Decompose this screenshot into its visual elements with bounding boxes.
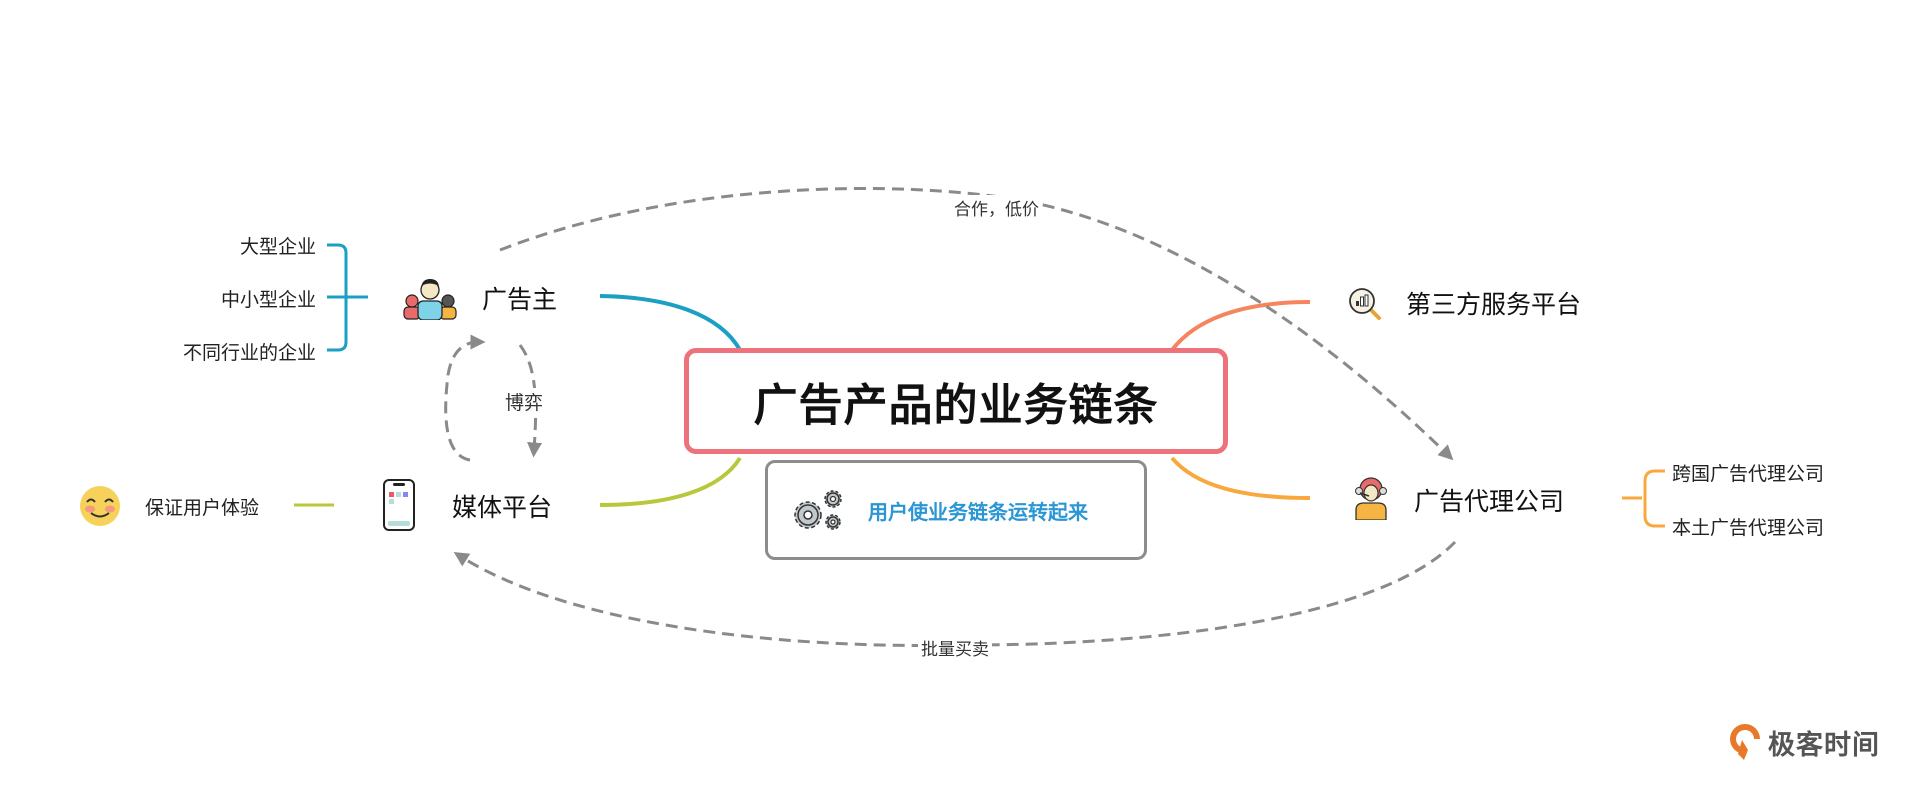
advertiser-label: 广告主 xyxy=(482,285,558,314)
branch-third-party xyxy=(1170,300,1311,352)
people-group-icon xyxy=(403,279,457,320)
relation-label-cooperation: 合作，低价 xyxy=(951,195,1042,220)
relation-label-bulk-trade: 批量买卖 xyxy=(918,635,992,660)
relation-game-down xyxy=(518,344,543,458)
advertiser-child-large: 大型企业 xyxy=(239,236,316,258)
headset-agent-icon xyxy=(1355,477,1387,520)
central-title: 广告产品的业务链条 xyxy=(753,380,1159,431)
smiling-face-icon xyxy=(80,486,120,526)
media-child-user-experience: 保证用户体验 xyxy=(145,497,260,519)
branch-agency xyxy=(1170,456,1311,500)
media-label: 媒体平台 xyxy=(452,493,553,522)
analytics-magnifier-icon xyxy=(1349,288,1381,320)
central-topic: 广告产品的业务链条 xyxy=(684,348,1228,454)
sub-topic-box: 用户使业务链条运转起来 xyxy=(765,460,1147,560)
agency-child-multinational: 跨国广告代理公司 xyxy=(1672,463,1825,485)
sub-topic-text: 用户使业务链条运转起来 xyxy=(868,499,1088,524)
branch-advertiser xyxy=(599,294,742,351)
geektime-logo-icon xyxy=(1730,724,1760,760)
relation-cooperation xyxy=(499,187,1454,461)
advertiser-child-sme: 中小型企业 xyxy=(220,289,316,311)
advertiser-child-industries: 不同行业的企业 xyxy=(182,342,316,364)
logo-text: 极客时间 xyxy=(1768,729,1880,761)
agency-child-local: 本土广告代理公司 xyxy=(1672,517,1825,539)
logo: 极客时间 xyxy=(1728,722,1880,762)
branch-media xyxy=(599,456,742,507)
third-party-label: 第三方服务平台 xyxy=(1406,290,1582,319)
gears-icon xyxy=(794,490,842,530)
relation-label-game: 博弈 xyxy=(502,388,547,415)
agency-label: 广告代理公司 xyxy=(1414,487,1565,516)
relation-game-up xyxy=(444,334,486,462)
smartphone-icon xyxy=(383,479,415,531)
